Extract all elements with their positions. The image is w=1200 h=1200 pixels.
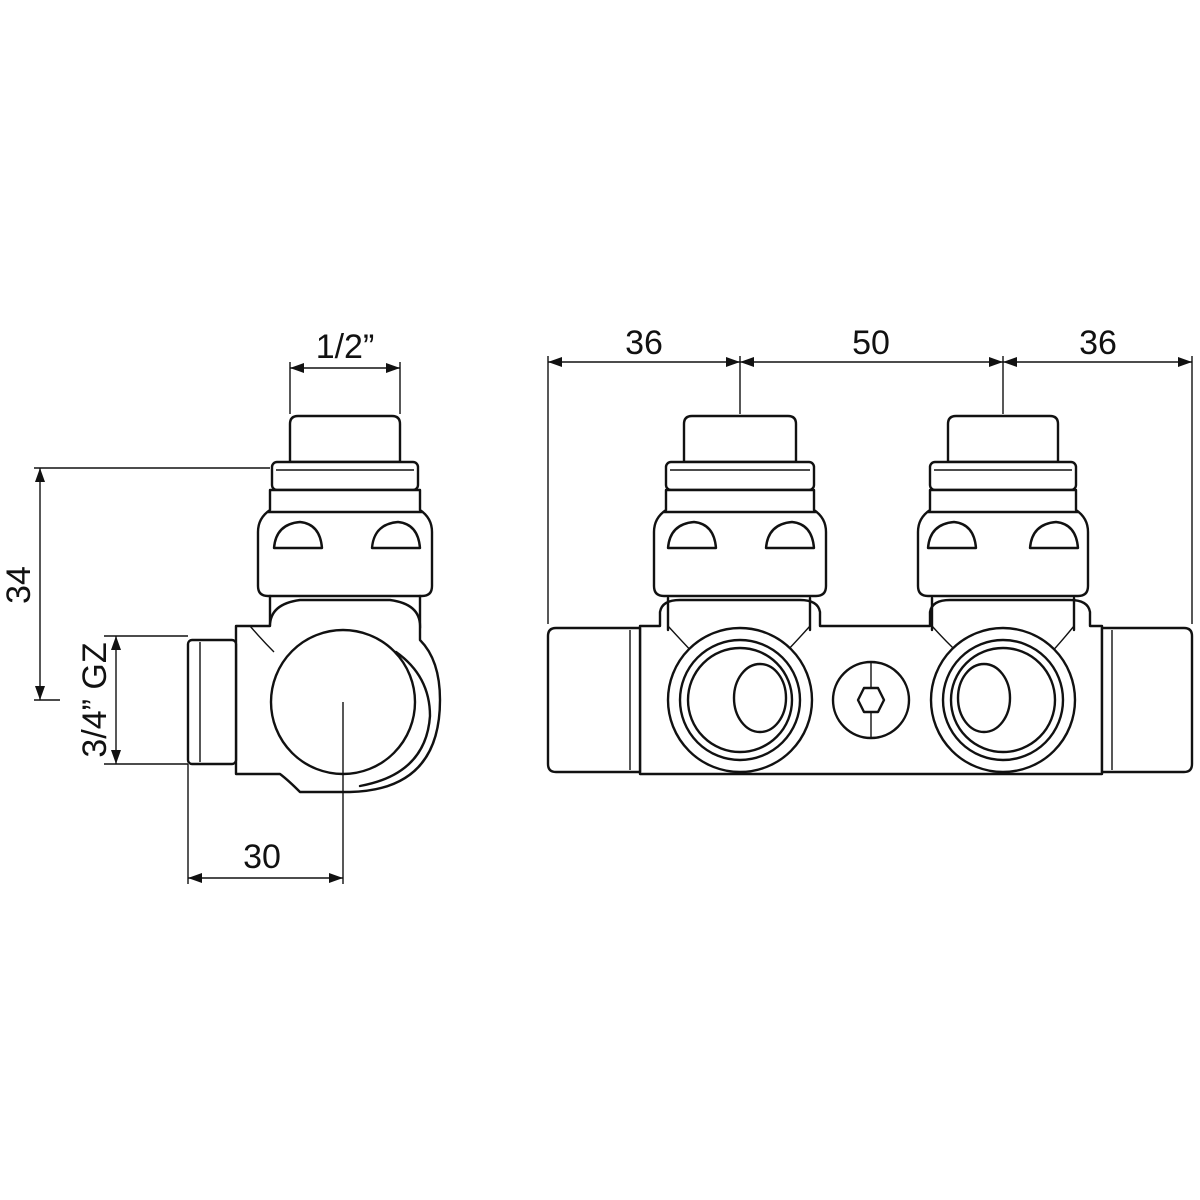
side-nut	[256, 488, 434, 598]
front-left-end	[546, 626, 642, 774]
front-view	[546, 414, 1194, 776]
side-collar	[270, 460, 420, 492]
side-nut-flat-right	[370, 520, 422, 550]
side-top-cap	[288, 414, 402, 464]
side-dimensions: 1/2” 34 3/4” GZ 30	[0, 328, 401, 884]
side-view	[186, 414, 442, 794]
front-center-screw	[831, 660, 911, 740]
side-nut-flat-left	[272, 520, 324, 550]
side-spigot	[186, 638, 238, 766]
dim-label-front-left: 36	[625, 324, 663, 362]
dim-label-front-center: 50	[852, 324, 890, 362]
front-left-valve	[652, 414, 828, 774]
dim-label-height: 34	[0, 566, 38, 604]
front-right-valve	[916, 414, 1090, 774]
dim-label-half-inch: 1/2”	[316, 328, 375, 366]
front-dimensions: 36 50 36	[547, 324, 1193, 624]
dim-label-three-quarter: 3/4” GZ	[76, 642, 114, 757]
dim-label-depth: 30	[243, 838, 281, 876]
dim-label-front-right: 36	[1079, 324, 1117, 362]
front-right-end	[1100, 626, 1194, 774]
